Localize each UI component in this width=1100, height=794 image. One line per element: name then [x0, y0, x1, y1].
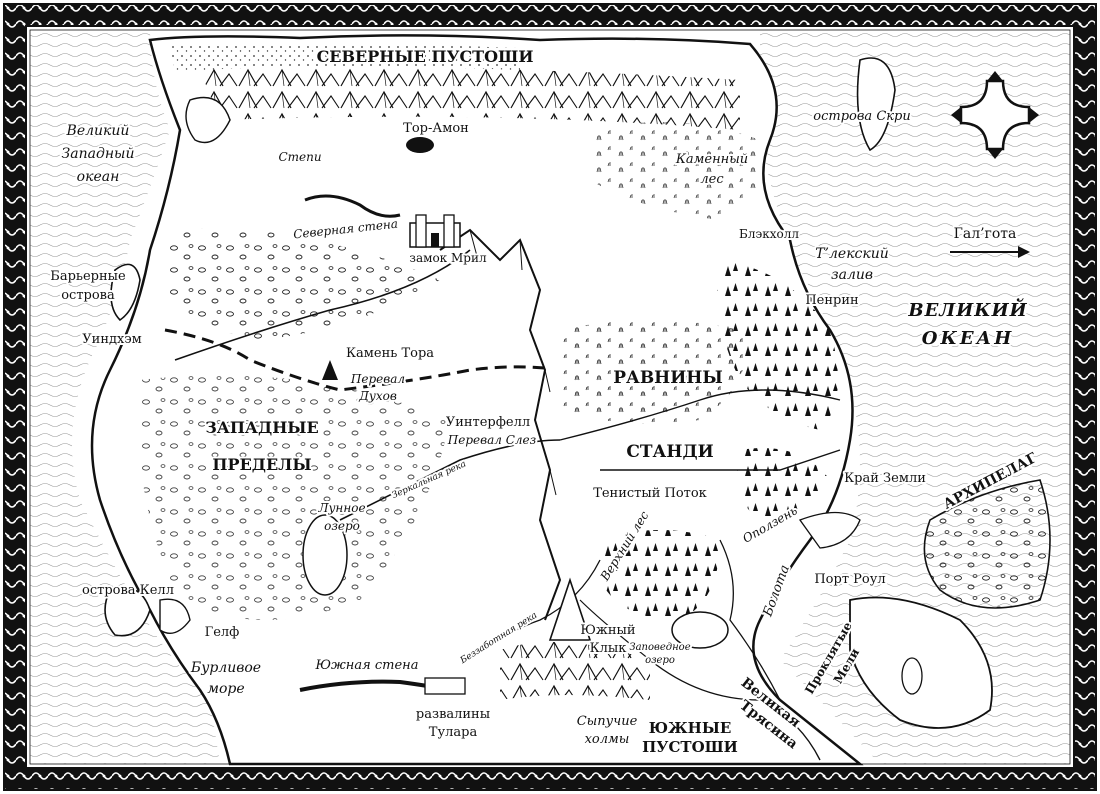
central-ridge [439, 228, 562, 621]
label-penrin: Пенрин [805, 293, 858, 308]
label-west-reaches-2: ПРЕДЕЛЫ [212, 455, 311, 474]
label-gelf: Гелф [205, 625, 240, 640]
label-windham: Уиндхэм [82, 332, 141, 347]
label-west-reaches: ЗАПАДНЫЕ [205, 418, 318, 437]
label-stormy-sea: Бурливое [190, 660, 261, 676]
label-spirit-pass-2: Духов [358, 389, 397, 403]
tor-stone-icon [322, 360, 338, 380]
south-mountains [500, 642, 650, 700]
compass-rose-icon [951, 71, 1039, 159]
archipelago-islands [923, 479, 1051, 609]
north-wall-icon [304, 194, 401, 218]
label-south-fang-2: Клык [590, 641, 627, 656]
label-world-edge: Край Земли [844, 471, 926, 486]
label-tlek-bay-2: залив [831, 267, 873, 283]
label-south-wall: Южная стена [315, 658, 419, 673]
label-reserved-lake: Заповедное [629, 642, 690, 653]
label-tlek-bay: Т’лекский [815, 246, 889, 262]
label-shifting-hills: Сыпучие [577, 714, 638, 729]
label-south-fang: Южный [580, 623, 635, 638]
label-stormy-sea-2: море [207, 681, 244, 697]
label-tor-stone: Камень Тора [346, 346, 434, 361]
southeast-river [719, 539, 781, 701]
label-reserved-lake-2: озеро [645, 655, 675, 666]
river-north [174, 249, 471, 361]
label-standi: СТАНДИ [626, 442, 713, 462]
label-skri-isles: острова Скри [813, 109, 910, 124]
skri-isles [856, 57, 896, 152]
west-stones [170, 228, 440, 340]
label-south-wastes: ЮЖНЫЕ [649, 719, 732, 737]
spirit-pass-road [164, 328, 546, 392]
west-ocean [30, 30, 220, 764]
barrier-isles [110, 263, 141, 322]
label-galgota: Гал’гота [954, 226, 1017, 242]
label-stone-forest: Каменный [675, 152, 748, 167]
kell-isles [104, 586, 151, 637]
reserved-lake [671, 611, 729, 649]
label-spirit-pass: Перевал [350, 372, 405, 386]
standi-river [600, 449, 841, 471]
label-great-west-ocean-2: Западный [62, 146, 135, 162]
plains-river [559, 389, 841, 441]
port-island [849, 596, 993, 729]
label-winterfell: Уинтерфелл [446, 415, 530, 430]
label-tear-pass: Перевал Слез [447, 433, 536, 447]
plains-grass [560, 320, 745, 424]
label-castle-mril: замок Мрил [409, 251, 487, 265]
label-north-wastes: СЕВЕРНЫЕ ПУСТОШИ [317, 47, 534, 66]
label-plains: РАВНИНЫ [613, 368, 723, 388]
south-wastes-edge [649, 659, 821, 761]
upper-forest [600, 530, 720, 620]
castle-mril-icon [409, 214, 461, 248]
label-blackhall: Блэкхолл [739, 227, 799, 241]
mirror-river [339, 439, 561, 521]
label-tor-amon: Тор-Амон [403, 121, 469, 136]
moon-lake [302, 514, 348, 596]
label-moon-lake: Лунное [317, 501, 365, 515]
east-forest [717, 260, 838, 430]
label-barrier-isles-2: острова [61, 288, 115, 303]
carefree-river [469, 559, 601, 661]
label-kell-isles: острова Келл [82, 583, 174, 598]
label-shady-brook: Тенистый Поток [593, 486, 707, 501]
label-shifting-hills-2: холмы [585, 732, 630, 747]
south-fang-icon [548, 577, 592, 641]
north-mountains [200, 66, 740, 130]
stone-forest [590, 122, 762, 220]
tulara-ruins-icon [424, 677, 466, 695]
arrow-right-icon [950, 246, 1030, 258]
standi-forest [737, 448, 830, 520]
label-stone-forest-2: лес [700, 172, 724, 187]
label-great-west-ocean: Великий [66, 123, 130, 139]
label-moon-lake-2: озеро [324, 519, 360, 533]
label-tulara-ruins: развалины [416, 707, 490, 722]
label-port-royal: Порт Роул [814, 572, 885, 587]
north-steppe-dots [170, 43, 520, 72]
label-south-wastes-2: ПУСТОШИ [642, 738, 738, 756]
label-tulara-ruins-2: Тулара [429, 725, 478, 740]
label-great-ocean: ВЕЛИКИЙ [907, 297, 1027, 321]
label-steppes: Степи [278, 150, 321, 164]
label-great-west-ocean-3: океан [77, 169, 120, 185]
label-barrier-isles: Барьерные [50, 269, 126, 284]
west-reaches-stones [138, 375, 450, 620]
label-great-ocean-2: ОКЕАН [922, 328, 1014, 349]
